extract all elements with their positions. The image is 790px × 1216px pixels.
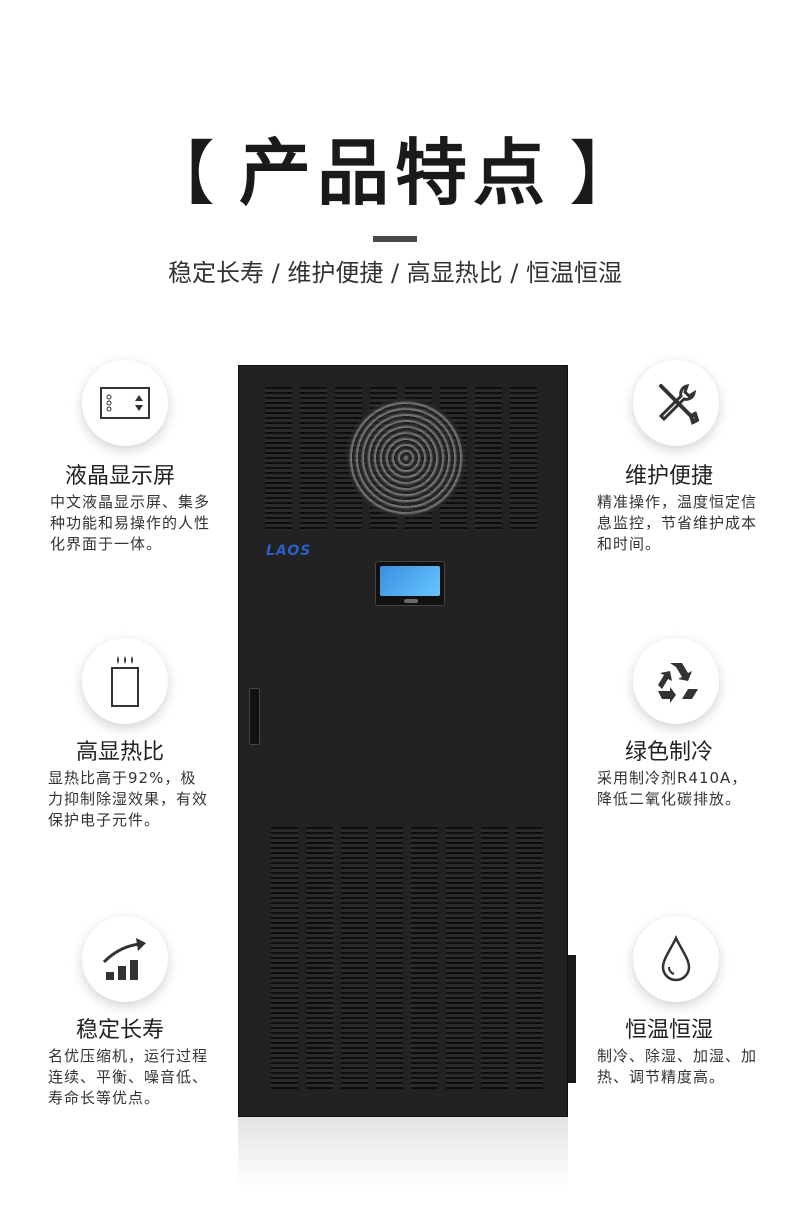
- display-button[interactable]: [404, 599, 418, 603]
- lcd-panel-icon: [82, 360, 168, 446]
- control-display[interactable]: [375, 561, 445, 606]
- feature-title: 稳定长寿: [76, 1018, 165, 1043]
- feature-title: 恒温恒湿: [625, 1018, 714, 1043]
- feature-desc: 显热比高于92%，极力抑制除湿效果，有效保护电子元件。: [48, 769, 209, 829]
- feature-desc: 名优压缩机，运行过程连续、平衡、噪音低、寿命长等优点。: [48, 1047, 209, 1107]
- tools-icon: [633, 360, 719, 446]
- title-text: 产品特点: [238, 131, 551, 215]
- recycle-icon: [633, 638, 719, 724]
- heat-ratio-icon: [82, 638, 168, 724]
- floor-reflection: [238, 1117, 568, 1187]
- feature-title: 绿色制冷: [625, 740, 714, 765]
- feature-desc: 采用制冷剂R410A，降低二氧化碳排放。: [597, 769, 748, 808]
- fan-icon: [346, 398, 466, 518]
- feature-desc: 中文液晶显示屏、集多种功能和易操作的人性化界面于一体。: [50, 493, 211, 553]
- bottom-grille: [271, 827, 543, 1089]
- brand-logo: LAOS: [266, 543, 312, 559]
- feature-title: 液晶显示屏: [65, 464, 176, 489]
- feature-desc: 精准操作，温度恒定信息监控，节省维护成本和时间。: [597, 493, 758, 553]
- bracket-right: 】: [569, 133, 645, 215]
- feature-title: 维护便捷: [625, 464, 714, 489]
- feature-desc: 制冷、除湿、加湿、加热、调节精度高。: [597, 1047, 758, 1086]
- page-subtitle: 稳定长寿 / 维护便捷 / 高显热比 / 恒温恒湿: [167, 259, 623, 287]
- bracket-left: 【: [144, 133, 221, 215]
- air-conditioner-cabinet: LAOS: [238, 365, 568, 1117]
- lcd-screen: [380, 566, 440, 596]
- water-drop-icon: [633, 916, 719, 1002]
- feature-title: 高显热比: [76, 740, 165, 765]
- door-handle[interactable]: [249, 688, 260, 745]
- cabinet-side-panel: [568, 955, 576, 1083]
- page-title: 【产品特点】: [0, 118, 790, 229]
- growth-chart-icon: [82, 916, 168, 1002]
- title-divider: [373, 236, 417, 242]
